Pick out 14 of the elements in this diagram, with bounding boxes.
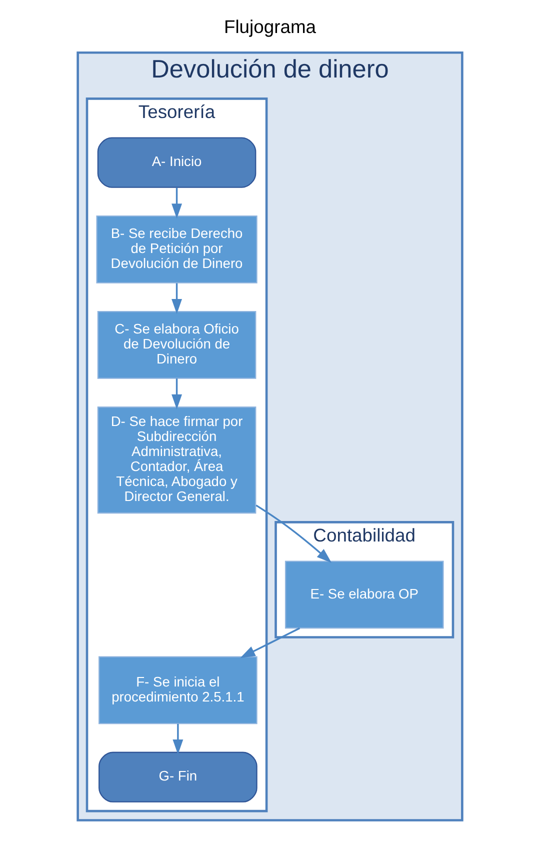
diagram-title: Flujograma (224, 16, 316, 37)
arrow (172, 378, 182, 410)
node-box: B- Se recibe Derecho de Petición por Devolución de Dinero (96, 216, 258, 284)
arrow (172, 188, 182, 219)
node-box: A- Inicio (97, 137, 256, 188)
node-box: D- Se hace firmar por Subdirección Administrativa, Contador, Área Técnica, Abogado y Director General. (97, 406, 256, 514)
node-box: C- Se elabora Oficio de Devolución de Dinero (97, 311, 256, 379)
node-box: G- Fin (98, 752, 258, 802)
arrow (256, 504, 332, 563)
node-box: F- Se inicia el procedimiento 2.5.1.1 (98, 656, 258, 724)
arrow (172, 283, 182, 314)
arrow (240, 627, 300, 658)
node-box: E- Se elabora OP (284, 560, 444, 629)
arrow (172, 724, 184, 754)
